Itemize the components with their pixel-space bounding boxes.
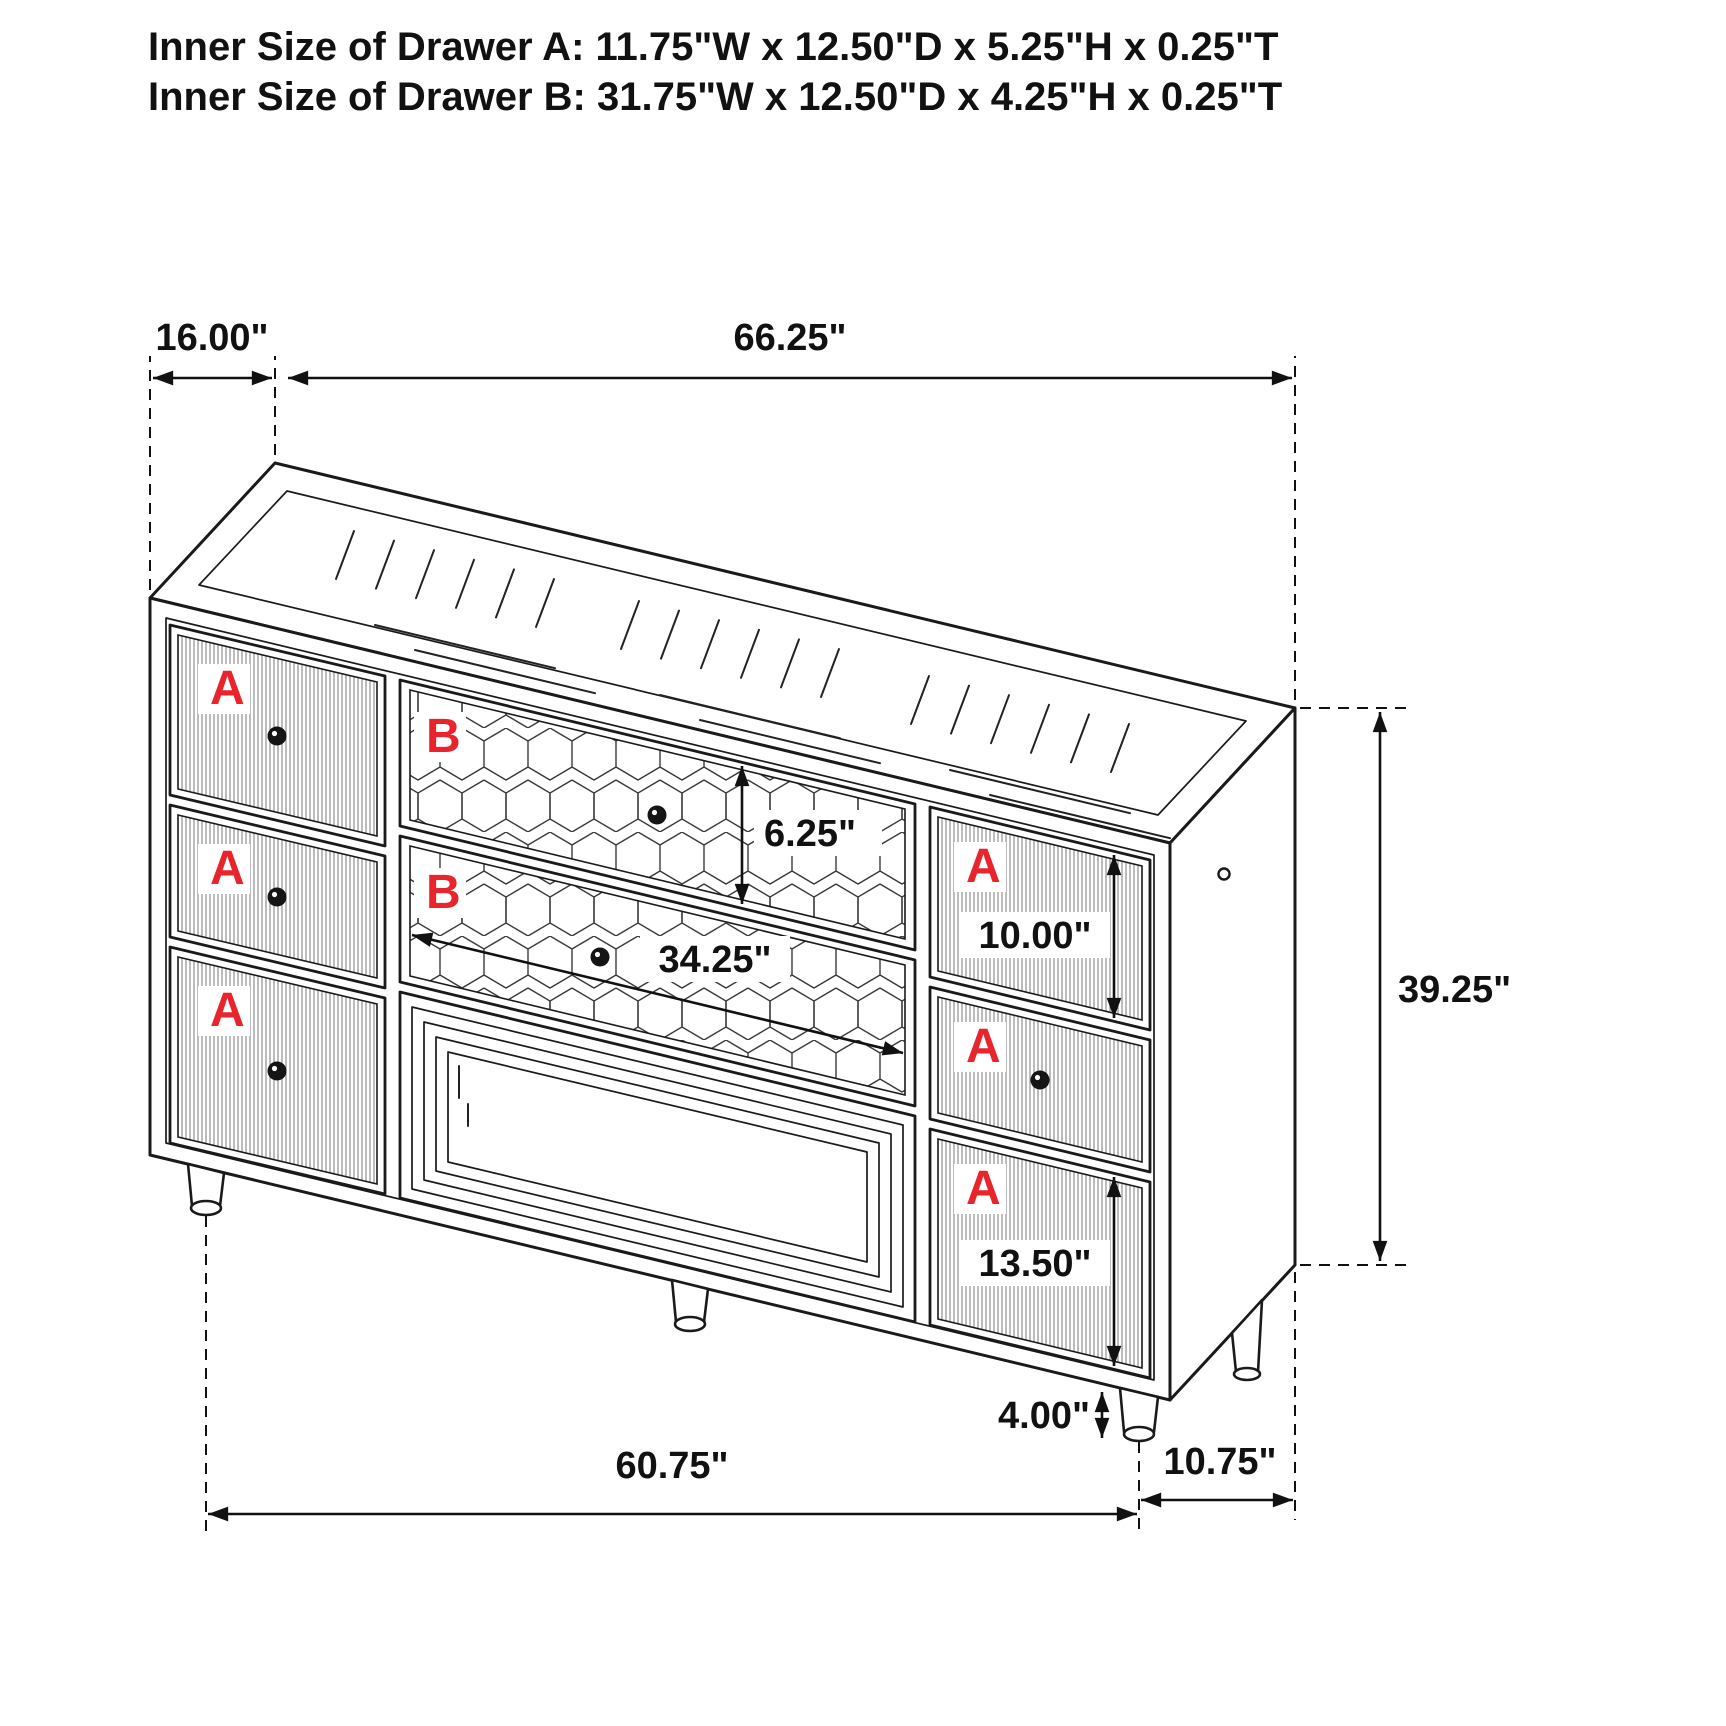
drawer-b-top: B	[398, 678, 917, 952]
header-line-1: Inner Size of Drawer A: 11.75"W x 12.50"…	[148, 25, 1278, 69]
front-face-frame	[165, 617, 1155, 1381]
dim-base-depth: 10.75"	[1141, 1272, 1296, 1520]
drawer-a-left-middle: A	[168, 803, 387, 990]
dim-right-bottom-drawer-height: 13.50"	[960, 1177, 1122, 1366]
drawer-knob-icon	[647, 805, 667, 825]
dim-right-bottom-drawer-height-label: 13.50"	[978, 1243, 1091, 1285]
header-line-2: Inner Size of Drawer B: 31.75"W x 12.50"…	[148, 75, 1282, 119]
dim-overall-height: 39.25"	[1300, 707, 1511, 1266]
dim-top-depth-label: 16.00"	[155, 317, 268, 359]
dim-leg-height-label: 4.00"	[998, 1395, 1090, 1437]
drawer-label-a: A	[210, 984, 245, 1037]
front-right-leg	[1118, 1386, 1160, 1434]
drawer-knob-icon	[267, 726, 287, 746]
drawer-a-right-middle: A	[928, 985, 1152, 1174]
dim-base-width: 60.75"	[205, 1216, 1140, 1532]
drawer-label-a: A	[966, 1020, 1001, 1073]
dim-drawer-b-width: 34.25"	[411, 932, 904, 1056]
front-middle-leg-foot	[673, 1315, 707, 1333]
dim-base-depth-label: 10.75"	[1163, 1441, 1276, 1483]
drawer-label-a: A	[966, 840, 1001, 893]
drawer-label-a: A	[210, 662, 245, 715]
dresser-cabinet: A A A B B	[148, 461, 1297, 1443]
drawer-a-left-top: A	[168, 623, 387, 848]
front-right-leg-foot	[1122, 1425, 1156, 1443]
dim-drawer-b-width-label: 34.25"	[658, 939, 771, 981]
drawer-knob-icon	[590, 947, 610, 967]
header: Inner Size of Drawer A: 11.75"W x 12.50"…	[148, 25, 1282, 119]
back-right-leg-foot	[1232, 1366, 1262, 1382]
dim-top-depth: 16.00"	[149, 317, 276, 590]
legs	[186, 1162, 1264, 1443]
dim-top-width-label: 66.25"	[733, 317, 846, 359]
dim-overall-height-label: 39.25"	[1398, 969, 1511, 1011]
drawer-label-a: A	[210, 842, 245, 895]
drawer-label-b: B	[426, 710, 461, 763]
drawer-label-a: A	[966, 1162, 1001, 1215]
drawer-label-b: B	[426, 866, 461, 919]
dim-base-width-label: 60.75"	[615, 1445, 728, 1487]
side-knob-icon	[1217, 867, 1231, 881]
dim-right-top-drawer-height: 10.00"	[960, 855, 1122, 1018]
dim-drawer-b-height-label: 6.25"	[764, 813, 856, 855]
dim-right-top-drawer-height-label: 10.00"	[978, 915, 1091, 957]
center-framed-panel	[398, 990, 917, 1324]
dimensions: 16.00" 66.25" 6.25" 34.25" 10.00"	[149, 317, 1511, 1532]
front-left-leg-foot	[189, 1199, 223, 1217]
drawer-knob-icon	[1030, 1070, 1050, 1090]
dim-drawer-b-height: 6.25"	[734, 766, 882, 904]
drawer-knob-icon	[267, 1061, 287, 1081]
drawer-a-left-bottom: A	[168, 945, 387, 1196]
dim-leg-height: 4.00"	[998, 1392, 1110, 1438]
drawer-knob-icon	[267, 887, 287, 907]
dim-top-width: 66.25"	[288, 317, 1296, 700]
